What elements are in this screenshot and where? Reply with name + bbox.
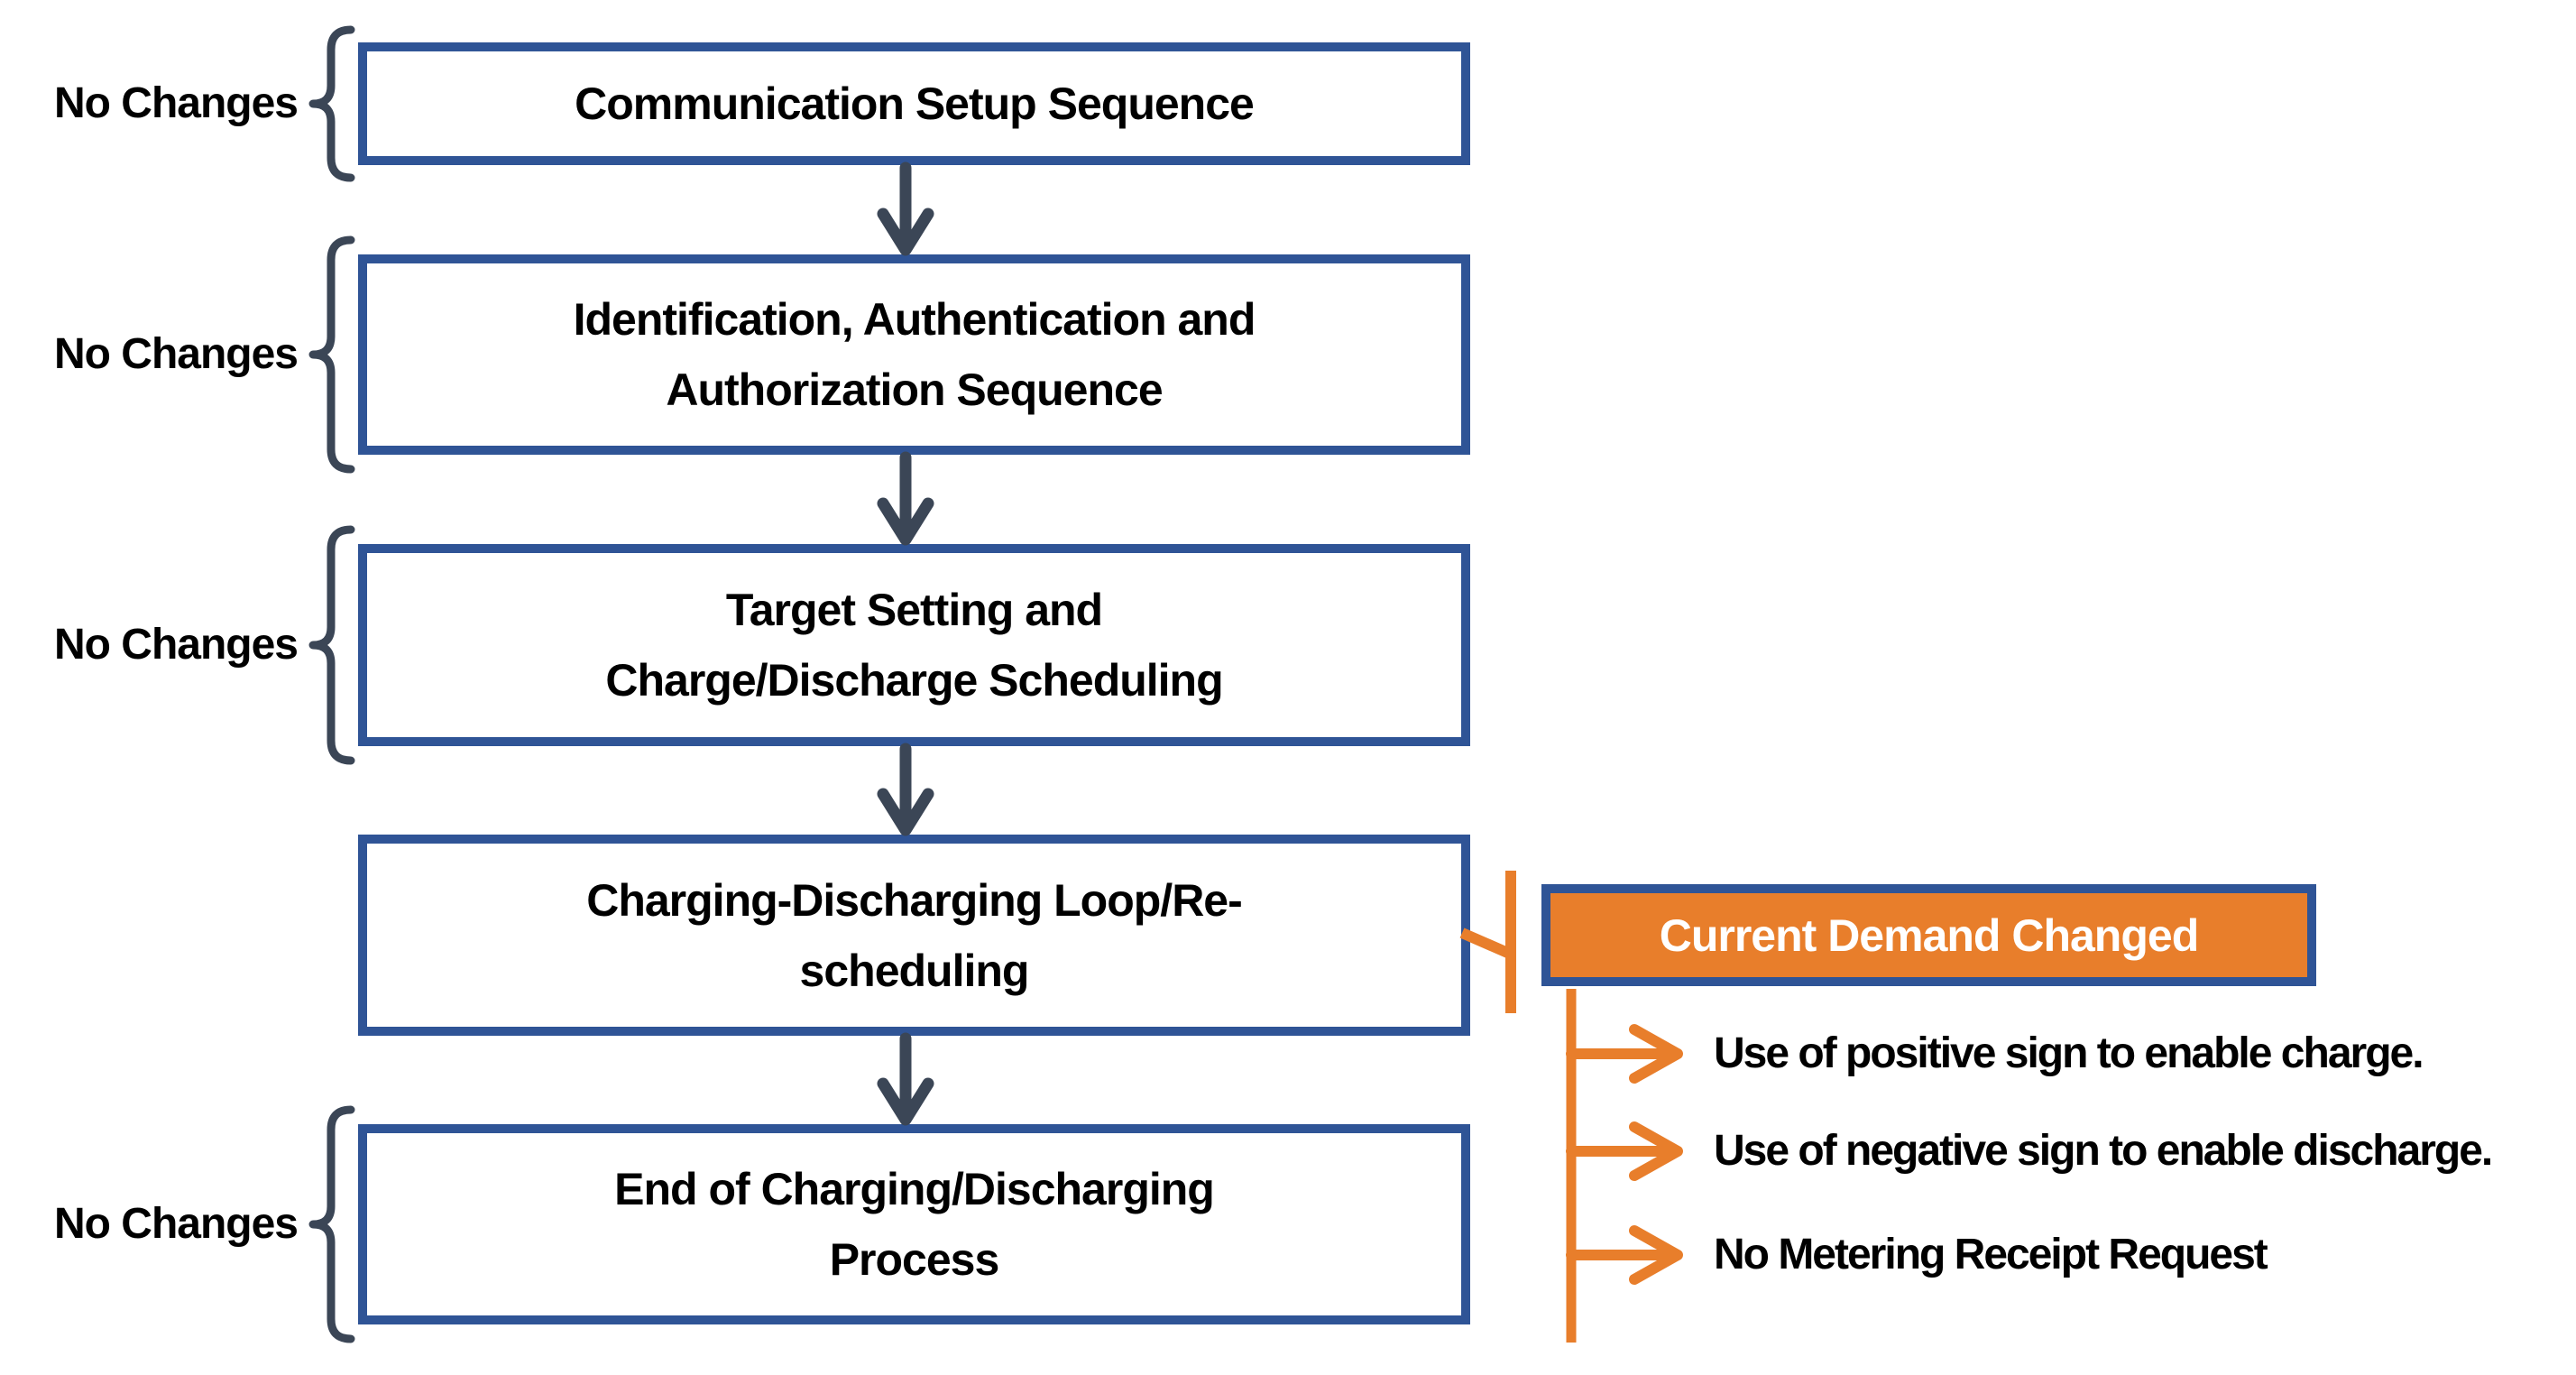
flow-box-charging-discharging-loop: Charging-Discharging Loop/Re- scheduling [358, 835, 1470, 1036]
flow-box-label: scheduling [799, 945, 1030, 996]
flow-box-end-of-process: End of Charging/Discharging Process [358, 1124, 1470, 1324]
callout-current-demand-changed: Current Demand Changed [1541, 884, 2316, 986]
no-changes-label-3: No Changes [53, 621, 299, 669]
no-changes-label-2: No Changes [53, 330, 299, 378]
flow-box-label: Authorization Sequence [666, 365, 1163, 415]
flow-box-label: Charging-Discharging Loop/Re- [586, 874, 1243, 926]
branch-arrow-icon [1566, 1024, 1683, 1285]
flow-box-communication-setup: Communication Setup Sequence [358, 42, 1470, 165]
flow-box-identification-authentication: Identification, Authentication and Autho… [358, 254, 1470, 455]
no-changes-label-4: No Changes [53, 1200, 299, 1248]
curly-brace-icon [308, 25, 355, 1343]
no-changes-label-1: No Changes [53, 79, 299, 127]
flow-box-label: Process [829, 1234, 1000, 1285]
flow-box-label: Identification, Authentication and [573, 294, 1256, 345]
callout-bullet-positive-sign: Use of positive sign to enable charge. [1714, 1029, 2424, 1077]
flow-box-label: End of Charging/Discharging [614, 1164, 1215, 1214]
flow-box-label: Charge/Discharge Scheduling [605, 655, 1223, 706]
callout-bullet-no-metering: No Metering Receipt Request [1714, 1231, 2268, 1278]
flow-box-target-setting: Target Setting and Charge/Discharge Sche… [358, 544, 1470, 746]
callout-label: Current Demand Changed [1659, 909, 2200, 961]
flow-box-label: Target Setting and [725, 585, 1103, 635]
flow-box-label: Communication Setup Sequence [575, 78, 1255, 129]
callout-bullet-negative-sign: Use of negative sign to enable discharge… [1714, 1127, 2493, 1175]
